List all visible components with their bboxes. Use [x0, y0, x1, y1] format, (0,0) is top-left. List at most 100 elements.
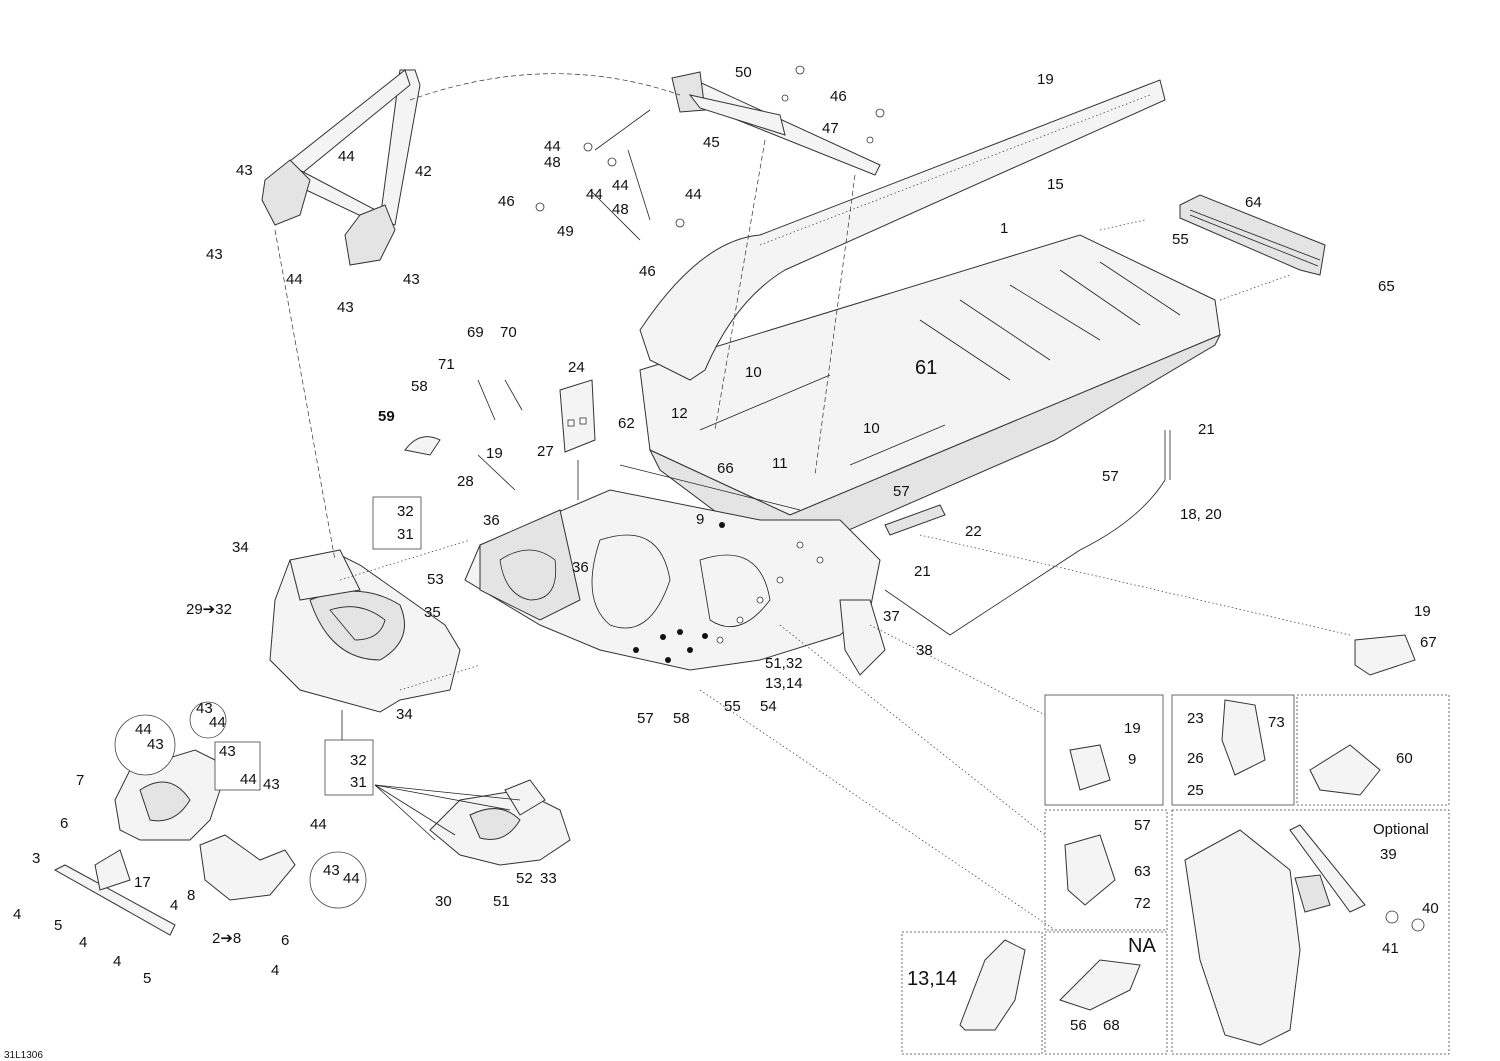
inset-optional-39-41	[1171, 809, 1450, 1055]
label-58-a: 58	[411, 378, 428, 395]
label-34-a: 34	[232, 539, 249, 556]
label-43-d: 43	[337, 299, 354, 316]
label-26: 26	[1187, 750, 1204, 767]
label-57-a: 57	[1102, 468, 1119, 485]
inset-13-14	[901, 931, 1043, 1055]
label-52: 52	[516, 870, 533, 887]
label-30: 30	[435, 893, 452, 910]
label-9-a: 9	[696, 511, 704, 528]
label-19-c: 19	[1414, 603, 1431, 620]
label-65: 65	[1378, 278, 1395, 295]
label-24: 24	[568, 359, 585, 376]
inset-63	[1044, 809, 1168, 931]
label-35: 35	[424, 604, 441, 621]
subframe-30	[429, 779, 571, 866]
label-4-a: 4	[13, 906, 21, 923]
steering-support-42	[261, 69, 421, 266]
label-41: 41	[1382, 940, 1399, 957]
label-40: 40	[1422, 900, 1439, 917]
label-4-c: 4	[79, 934, 87, 951]
label-45: 45	[703, 134, 720, 151]
label-32-b: 32	[350, 752, 367, 769]
label-18-20: 18, 20	[1180, 506, 1222, 523]
label-25: 25	[1187, 782, 1204, 799]
inset-60	[1296, 694, 1450, 806]
label-19-b: 19	[486, 445, 503, 462]
label-10-b: 10	[863, 420, 880, 437]
callout-labels: 50 19 46 47 45 44 48 44 44 44 48 46 49 4…	[4, 64, 1439, 1061]
label-44-b: 44	[586, 186, 603, 203]
label-33: 33	[540, 870, 557, 887]
label-44-k: 44	[343, 870, 360, 887]
label-61: 61	[915, 357, 937, 379]
label-43-c: 43	[403, 271, 420, 288]
label-10-a: 10	[745, 364, 762, 381]
label-21-b: 21	[914, 563, 931, 580]
label-44-j: 44	[310, 816, 327, 833]
label-64: 64	[1245, 194, 1262, 211]
label-49: 49	[557, 223, 574, 240]
label-9-b: 9	[1128, 751, 1136, 768]
label-7: 7	[76, 772, 84, 789]
diagram-ref-code: 31L1306	[4, 1050, 43, 1061]
label-60: 60	[1396, 750, 1413, 767]
label-6-a: 6	[60, 815, 68, 832]
inset-na-56-68	[1044, 931, 1168, 1055]
label-44-e: 44	[338, 148, 355, 165]
label-4-e: 4	[271, 962, 279, 979]
label-32-a: 32	[397, 503, 414, 520]
label-43-f: 43	[147, 736, 164, 753]
label-48-a: 48	[544, 154, 561, 171]
label-31-a: 31	[397, 526, 414, 543]
label-37: 37	[883, 608, 900, 625]
detail-circle-44-43	[114, 714, 176, 776]
label-38: 38	[916, 642, 933, 659]
label-optional: Optional	[1373, 821, 1429, 838]
label-71: 71	[438, 356, 455, 373]
label-68: 68	[1103, 1017, 1120, 1034]
label-17: 17	[134, 874, 151, 891]
label-57-b: 57	[893, 483, 910, 500]
detail-circle-43-44-top	[189, 701, 227, 739]
detail-box-32-31-upper	[372, 496, 422, 550]
label-44-f: 44	[286, 271, 303, 288]
label-43-i: 43	[323, 862, 340, 879]
label-43-b: 43	[206, 246, 223, 263]
detail-box-43-44	[214, 741, 261, 791]
label-31-b: 31	[350, 774, 367, 791]
label-72: 72	[1134, 895, 1151, 912]
label-11: 11	[772, 455, 788, 472]
running-board-bar-18-20	[884, 430, 1171, 636]
label-21-a: 21	[1198, 421, 1215, 438]
label-51-32: 51,32	[765, 655, 803, 672]
label-4-b: 4	[170, 897, 178, 914]
label-44-a: 44	[544, 138, 561, 155]
label-56: 56	[1070, 1017, 1087, 1034]
label-na: NA	[1128, 935, 1156, 957]
label-12: 12	[671, 405, 688, 422]
steering-arm-45	[535, 65, 885, 241]
leader-lines	[274, 73, 1351, 931]
label-70: 70	[500, 324, 517, 341]
label-57-c: 57	[637, 710, 654, 727]
label-39: 39	[1380, 846, 1397, 863]
label-4-d: 4	[113, 953, 121, 970]
label-69: 69	[467, 324, 484, 341]
label-15: 15	[1047, 176, 1064, 193]
label-22: 22	[965, 523, 982, 540]
label-73: 73	[1268, 714, 1285, 731]
label-5-a: 5	[54, 917, 62, 934]
label-3: 3	[32, 850, 40, 867]
label-46-b: 46	[498, 193, 515, 210]
label-66: 66	[717, 460, 734, 477]
tunnel-assembly	[464, 79, 1326, 671]
label-43-g: 43	[219, 743, 236, 760]
label-43-h: 43	[263, 776, 280, 793]
label-28: 28	[457, 473, 474, 490]
label-2-8: 2➔8	[212, 930, 241, 947]
label-62: 62	[618, 415, 635, 432]
label-46-a: 46	[830, 88, 847, 105]
label-43-a: 43	[236, 162, 253, 179]
label-6-b: 6	[281, 932, 289, 949]
